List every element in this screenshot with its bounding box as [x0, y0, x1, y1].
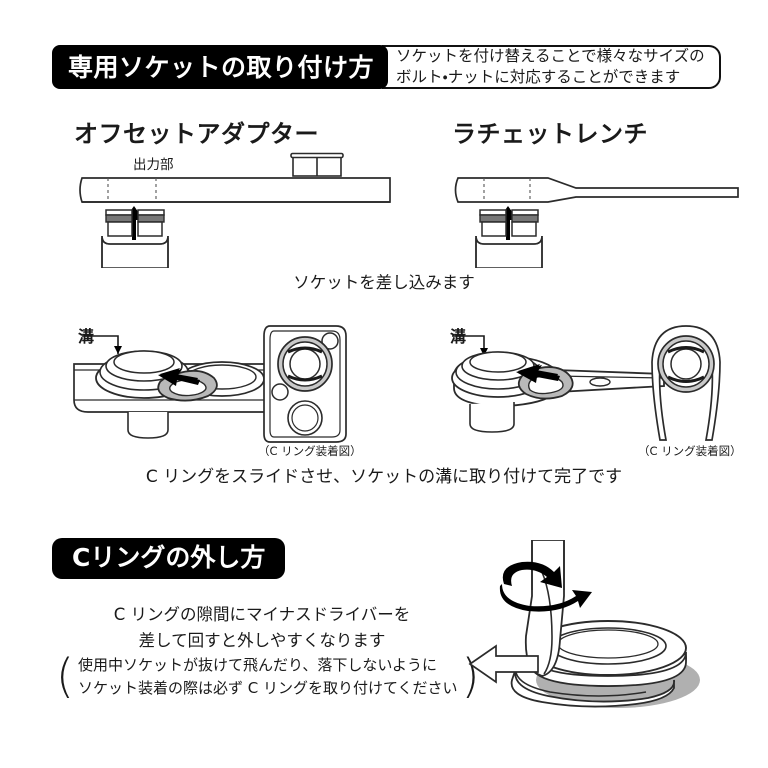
- groove-label-left: 溝: [78, 327, 95, 346]
- adapter-bar: [79, 177, 391, 203]
- c-ring-removed: [510, 665, 675, 708]
- section1-title: 専用ソケットの取り付け方: [52, 45, 389, 89]
- cring-inset-label-right: （C リング装着図）: [638, 444, 742, 458]
- cring-inset-right: [651, 325, 721, 441]
- cring-inset-label-left: （C リング装着図）: [258, 444, 362, 458]
- cring-removal-diagram: [468, 540, 700, 708]
- warning-note: ( 使用中ソケットが抜けて飛んだり、落下しないように ソケット装着の際は必ず C…: [56, 649, 479, 704]
- step1-caption: ソケットを差し込みます: [293, 273, 475, 292]
- rotation-arrow-icon: [499, 561, 592, 612]
- section1-note: ソケットを付け替えることで様々なサイズの ボルト・ナットに対応することができます: [382, 45, 721, 89]
- section2-body-line1: C リングの隙間にマイナスドライバーを: [113, 605, 411, 624]
- wrench-handle: [454, 177, 739, 203]
- warning-line2: ソケット装着の際は必ず C リングを取り付けてください: [77, 678, 458, 697]
- offset-adapter-title: オフセットアダプター: [74, 120, 319, 148]
- paren-open: (: [56, 649, 74, 704]
- section2-body-line2: 差して回すと外しやすくなります: [138, 630, 386, 650]
- socket-part: [101, 209, 169, 268]
- ratchet-cring-diagram: [451, 335, 665, 433]
- ratchet-wrench-diagram: [454, 177, 739, 268]
- socket-ring: [529, 620, 687, 687]
- adapter-boss: [290, 152, 344, 177]
- groove-label-right: 溝: [450, 327, 467, 346]
- socket-part: [475, 209, 543, 268]
- section2-title: Cリングの外し方: [52, 538, 286, 579]
- left-arrow-icon: [158, 368, 200, 386]
- left-arrow-icon: [516, 364, 560, 383]
- warning-text: 使用中ソケットが抜けて飛んだり、落下しないように ソケット装着の際は必ず C リ…: [74, 654, 462, 699]
- section2-body: C リングの隙間にマイナスドライバーを 差して回すと外しやすくなります: [114, 602, 411, 653]
- adapter-cring-diagram: [73, 335, 281, 439]
- section1-header: 専用ソケットの取り付け方 ソケットを付け替えることで様々なサイズの ボルト・ナッ…: [52, 45, 721, 89]
- ratchet-wrench-title: ラチェットレンチ: [452, 120, 648, 148]
- leader-line-icon: [452, 335, 488, 356]
- offset-adapter-diagram: [79, 152, 391, 268]
- leader-line-icon: [82, 335, 122, 354]
- section1-note-line2: ボルト・ナットに対応することができます: [396, 68, 681, 86]
- section1-note-line1: ソケットを付け替えることで様々なサイズの: [396, 46, 705, 65]
- step2-caption: C リングをスライドさせ、ソケットの溝に取り付けて完了です: [145, 467, 623, 487]
- warning-line1: 使用中ソケットが抜けて飛んだり、落下しないように: [77, 656, 438, 674]
- cring-inset-left: [263, 325, 347, 443]
- outline-arrow-icon: [468, 644, 539, 684]
- output-part-label: 出力部: [133, 157, 174, 173]
